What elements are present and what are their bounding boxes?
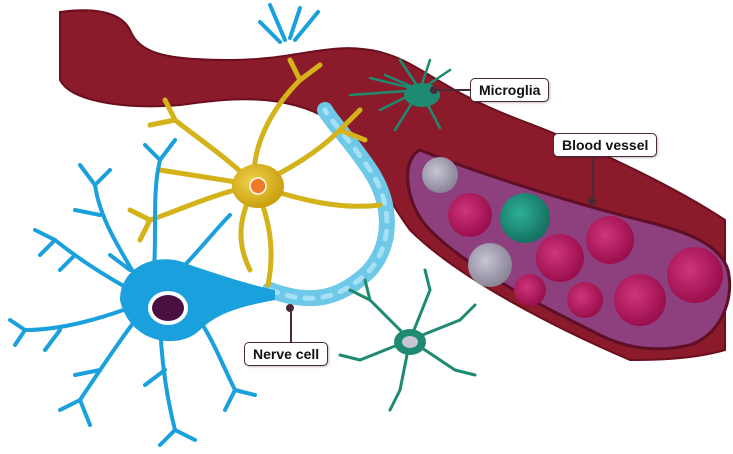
blood-vessel-label: Blood vessel xyxy=(553,133,657,157)
nerve-cell-label: Nerve cell xyxy=(244,342,328,366)
top-dendrite-tips xyxy=(260,5,318,42)
nerve-cell-dot xyxy=(286,304,294,312)
microglia-label: Microglia xyxy=(470,78,549,102)
microglia-connector xyxy=(436,89,470,91)
nerve-cell-connector xyxy=(290,310,292,342)
blood-vessel-dot xyxy=(588,197,596,205)
microglia-dot xyxy=(430,86,438,94)
astrocyte-soma xyxy=(232,164,284,208)
blood-vessel-connector xyxy=(592,158,594,200)
lower-microglia-soma xyxy=(394,329,426,355)
